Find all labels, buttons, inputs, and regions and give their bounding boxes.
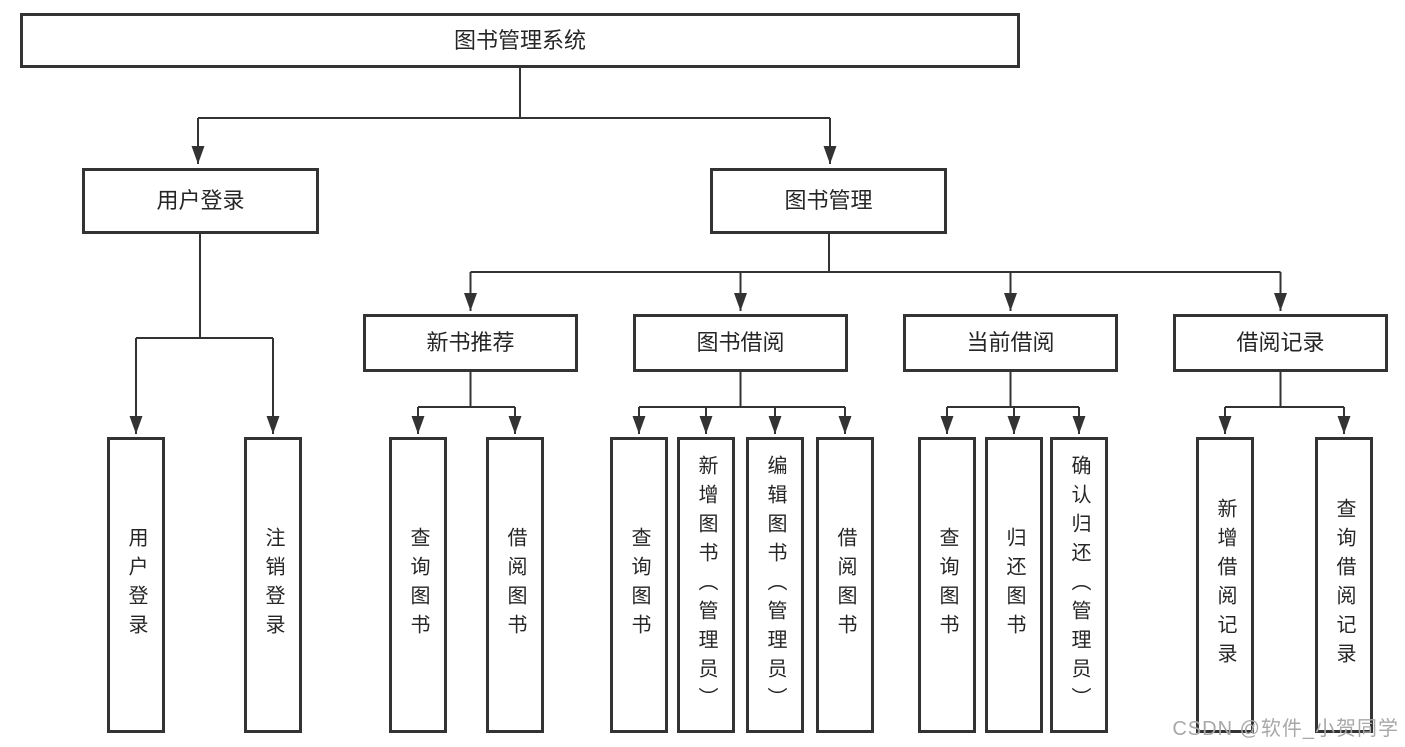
leaf-borrow-books-recommend: 借阅图书 <box>486 437 544 733</box>
leaf-borrow-books-label: 借阅图书 <box>834 527 856 643</box>
leaf-borrow-books: 借阅图书 <box>816 437 874 733</box>
node-user-login: 用户登录 <box>82 168 319 234</box>
leaf-query-borrow-record-label: 查询借阅记录 <box>1333 498 1355 672</box>
leaf-borrow-books-recommend-label: 借阅图书 <box>504 527 526 643</box>
leaf-query-books-borrow: 查询图书 <box>610 437 668 733</box>
leaf-query-borrow-record: 查询借阅记录 <box>1315 437 1373 733</box>
node-book-management: 图书管理 <box>710 168 947 234</box>
leaf-query-books-current-label: 查询图书 <box>936 527 958 643</box>
leaf-query-books-recommend-label: 查询图书 <box>407 527 429 643</box>
node-current-borrow: 当前借阅 <box>903 314 1118 372</box>
node-new-book-recommend: 新书推荐 <box>363 314 578 372</box>
node-borrow-records-label: 借阅记录 <box>1236 330 1325 355</box>
node-user-login-label: 用户登录 <box>156 188 245 213</box>
leaf-user-login-label: 用户登录 <box>125 527 147 643</box>
node-root-library-system: 图书管理系统 <box>20 13 1020 68</box>
csdn-watermark: CSDN @软件_小贺同学 <box>1172 718 1399 740</box>
leaf-return-book: 归还图书 <box>985 437 1043 733</box>
leaf-add-borrow-record-label: 新增借阅记录 <box>1214 498 1236 672</box>
leaf-edit-book-admin-label: 编辑图书（管理员） <box>764 454 786 716</box>
node-book-borrow: 图书借阅 <box>633 314 848 372</box>
node-book-borrow-label: 图书借阅 <box>696 330 785 355</box>
node-root-label: 图书管理系统 <box>453 27 586 53</box>
leaf-query-books-borrow-label: 查询图书 <box>628 527 650 643</box>
leaf-return-book-label: 归还图书 <box>1003 527 1025 643</box>
leaf-user-login: 用户登录 <box>107 437 165 733</box>
node-new-book-recommend-label: 新书推荐 <box>426 330 515 355</box>
leaf-edit-book-admin: 编辑图书（管理员） <box>746 437 804 733</box>
leaf-logout: 注销登录 <box>244 437 302 733</box>
node-book-management-label: 图书管理 <box>784 188 873 213</box>
leaf-add-borrow-record: 新增借阅记录 <box>1196 437 1254 733</box>
leaf-add-book-admin-label: 新增图书（管理员） <box>695 454 717 716</box>
leaf-query-books-recommend: 查询图书 <box>389 437 447 733</box>
leaf-confirm-return-admin-label: 确认归还（管理员） <box>1068 454 1090 716</box>
node-borrow-records: 借阅记录 <box>1173 314 1388 372</box>
leaf-query-books-current: 查询图书 <box>918 437 976 733</box>
node-current-borrow-label: 当前借阅 <box>966 330 1055 355</box>
leaf-logout-label: 注销登录 <box>262 527 284 643</box>
leaf-confirm-return-admin: 确认归还（管理员） <box>1050 437 1108 733</box>
leaf-add-book-admin: 新增图书（管理员） <box>677 437 735 733</box>
